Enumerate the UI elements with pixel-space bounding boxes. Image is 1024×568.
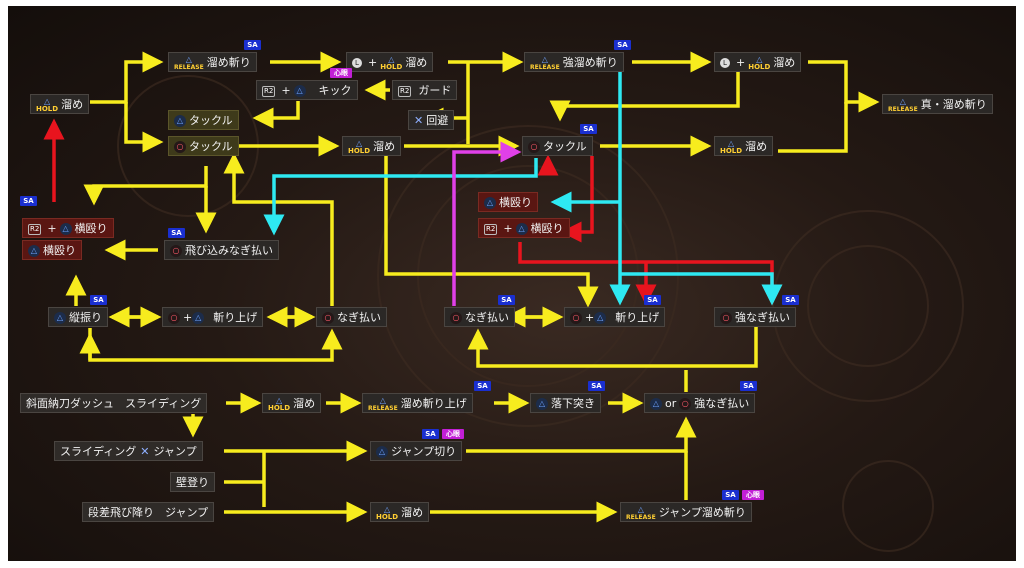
r2-icon: R2 [484,223,498,235]
triangle-icon: △ [192,312,205,324]
sa-badge: SA [722,490,739,500]
hold-icon: △HOLD [720,138,743,155]
circle-icon: ○ [679,398,692,410]
triangle-icon: △ [174,115,186,127]
hold-icon: △HOLD [268,395,291,412]
node-kiriage-left: ○+△斬り上げ [162,307,264,327]
l-button-icon: L [720,58,730,68]
sa-badge: SA [588,381,605,391]
shinsen-badge: 心眼 [442,429,464,439]
node-tatefuri: △縦振り [48,307,108,327]
triangle-icon: △ [28,245,40,257]
hold-icon: △HOLD [36,96,59,113]
node-tobikomi: ○飛び込みなぎ払い [164,240,279,260]
sa-badge: SA [20,196,37,206]
release-icon: △RELEASE [530,54,560,71]
node-r2-yokonaguri-right: R2+△横殴り [478,218,570,238]
triangle-icon: △ [650,398,662,410]
sa-badge: SA [614,40,631,50]
node-kabenobori: 壁登り [170,472,215,492]
sa-badge: SA [244,40,261,50]
hold-icon: △HOLD [380,54,403,71]
sa-badge: SA [580,124,597,134]
node-yokonaguri-left: △横殴り [22,240,82,260]
triangle-icon: △ [54,312,66,324]
triangle-icon: △ [536,398,548,410]
node-tackle-mid: ○タックル [168,136,239,156]
circle-icon: ○ [170,245,182,257]
node-kaihi: ✕回避 [408,110,455,130]
release-icon: △RELEASE [626,504,656,521]
hold-icon: △HOLD [748,54,771,71]
connector-lines [43,51,880,523]
node-tackle-right: ○タックル [522,136,593,156]
hold-icon: △HOLD [376,504,399,521]
sa-badge: SA [90,295,107,305]
circle-icon: ○ [450,312,462,324]
cross-icon: ✕ [414,114,424,127]
node-kyo-nagibarai: ○強なぎ払い [714,307,796,327]
node-kick: R2+△キック [256,80,358,100]
node-sliding-jump: スライディング✕ジャンプ [54,441,203,461]
circle-icon: ○ [174,141,186,153]
release-icon: △RELEASE [174,54,204,71]
triangle-icon: △ [594,312,607,324]
sa-badge: SA [498,295,515,305]
sa-badge: SA [740,381,757,391]
triangle-icon: △ [376,446,388,458]
sa-badge: SA [422,429,439,439]
sa-badge: SA [168,228,185,238]
triangle-icon: △ [484,197,496,209]
node-shamen: 斜面納刀ダッシュ スライディング [20,393,208,413]
sa-badge: SA [782,295,799,305]
hold-icon: △HOLD [348,138,371,155]
shinsen-badge: 心眼 [742,490,764,500]
l-button-icon: L [352,58,362,68]
node-kyo-nagibarai-bottom: △or○強なぎ払い [644,393,756,413]
node-jump-kiri: △ジャンプ切り [370,441,463,461]
circle-icon: ○ [720,312,732,324]
r2-icon: R2 [262,85,276,97]
node-yokonaguri-right: △横殴り [478,192,538,212]
r2-icon: R2 [398,85,412,97]
node-nagibarai-mid: ○なぎ払い [444,307,515,327]
circle-icon: ○ [570,312,582,324]
circle-icon: ○ [528,141,540,153]
cross-icon: ✕ [140,445,150,458]
node-r2-yokonaguri-left: R2+△横殴り [22,218,114,238]
node-nagibarai-left: ○なぎ払い [316,307,387,327]
background-pattern [117,75,964,552]
release-icon: △RELEASE [368,395,398,412]
node-rakka: △落下突き [530,393,601,413]
node-kiriage-right: ○+△斬り上げ [564,307,666,327]
circle-icon: ○ [168,312,180,324]
node-tackle-top: △タックル [168,110,239,130]
sa-badge: SA [474,381,491,391]
triangle-icon: △ [59,223,72,235]
release-icon: △RELEASE [888,96,918,113]
circle-icon: ○ [322,312,334,324]
node-dansa: 段差飛び降り ジャンプ [82,502,215,522]
sa-badge: SA [644,295,661,305]
r2-icon: R2 [28,223,42,235]
triangle-icon: △ [515,223,528,235]
shinsen-badge: 心眼 [330,68,352,78]
triangle-icon: △ [293,85,306,97]
